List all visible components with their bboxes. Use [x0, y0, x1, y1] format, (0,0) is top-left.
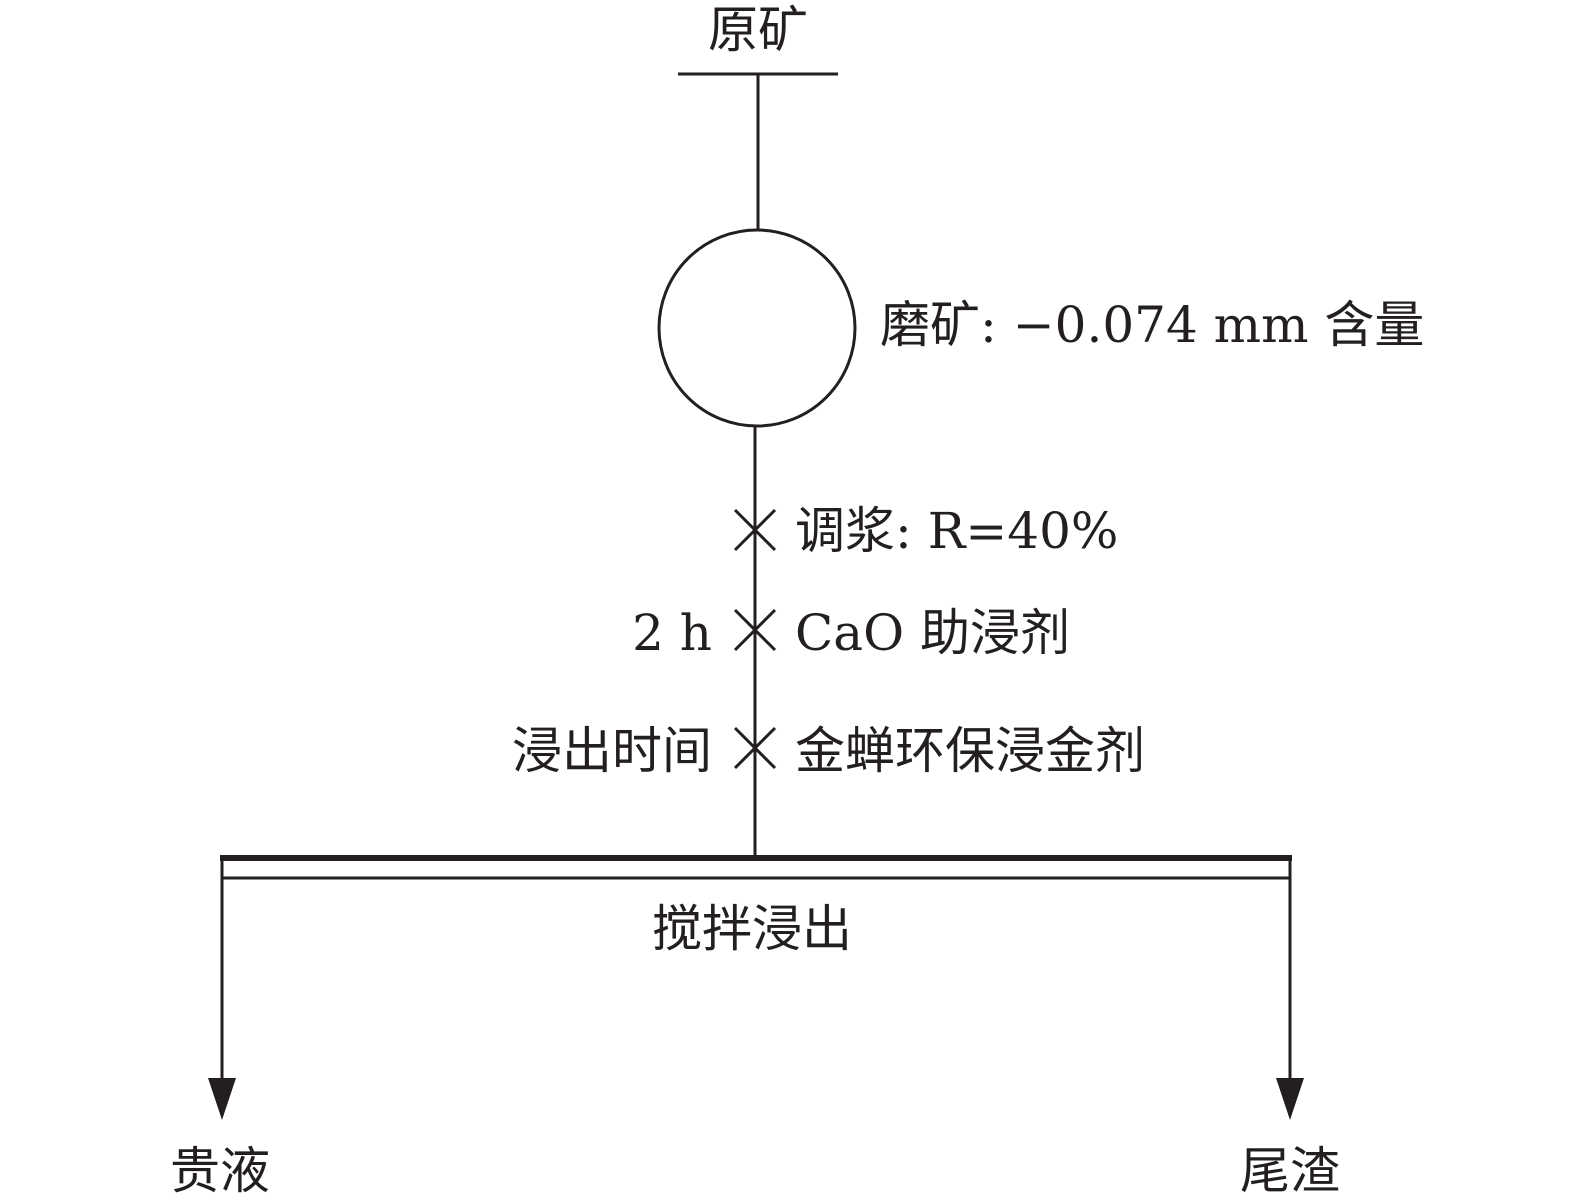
slurry-addition-cross	[733, 508, 777, 552]
left-arrow-head	[208, 1078, 236, 1120]
right-arrow-head	[1276, 1078, 1304, 1120]
gold-agent-label: 金蝉环保浸金剂	[795, 722, 1145, 780]
grinding-label: 磨矿: −0.074 mm 含量	[880, 296, 1424, 354]
feed-label: 原矿	[708, 1, 808, 59]
leaching-label: 搅拌浸出	[652, 900, 852, 958]
slurry-label: 调浆: R=40%	[795, 502, 1118, 560]
time-value-label: 2 h	[632, 604, 712, 662]
gold-agent-addition-cross	[733, 726, 777, 770]
leach-time-label: 浸出时间	[512, 722, 712, 780]
tailings-label: 尾渣	[1240, 1142, 1340, 1200]
pregnant-solution-label: 贵液	[170, 1142, 270, 1200]
grinding-mill-circle	[657, 228, 857, 428]
cao-addition-cross	[733, 608, 777, 652]
cao-reagent-label: CaO 助浸剂	[795, 604, 1070, 662]
